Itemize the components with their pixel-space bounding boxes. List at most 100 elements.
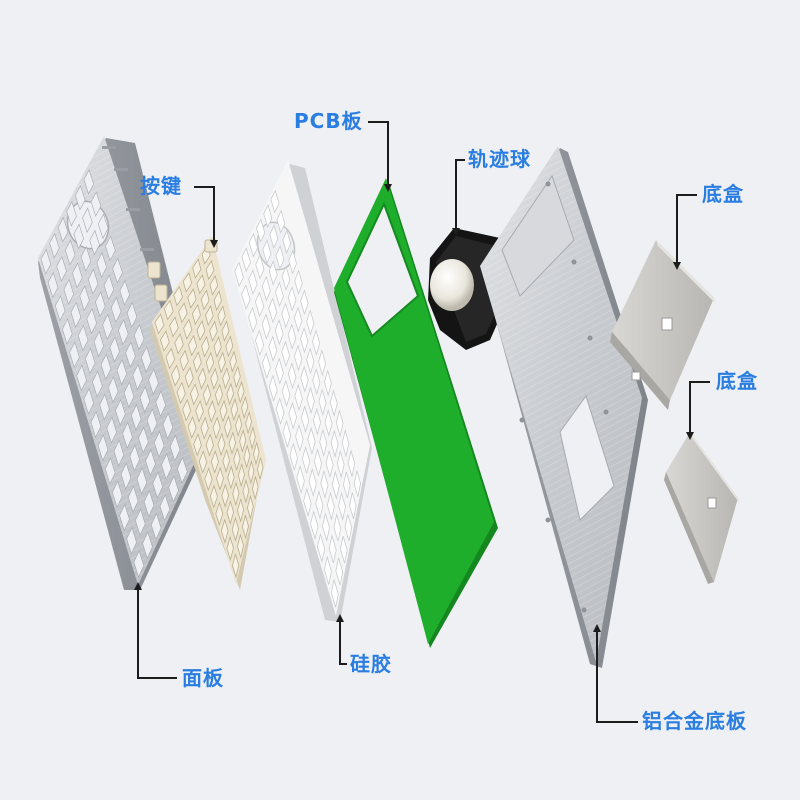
keycap xyxy=(210,367,219,390)
faceplate-hole xyxy=(92,370,103,398)
faceplate-hole xyxy=(159,494,171,522)
keycap xyxy=(227,465,235,490)
silicone-dome xyxy=(234,261,244,288)
label-bottom-box-2: 底盒 xyxy=(716,369,758,393)
label-silicone: 硅胶 xyxy=(350,652,392,676)
faceplate-hole xyxy=(107,376,119,403)
faceplate-hole xyxy=(76,364,87,392)
faceplate-hole xyxy=(123,381,135,409)
keycap xyxy=(233,447,241,472)
faceplate-hole xyxy=(143,489,155,518)
faceplate-hole xyxy=(133,324,145,351)
leader-silicone xyxy=(339,622,347,665)
silicone-dome xyxy=(306,347,315,375)
faceplate-hole xyxy=(122,421,133,449)
faceplate-hole xyxy=(73,223,85,250)
silicone-dome xyxy=(281,265,291,291)
silicone-dome xyxy=(241,284,251,311)
silicone-dome xyxy=(254,291,265,318)
leader-bottom-box-2 xyxy=(689,381,710,432)
faceplate-hole xyxy=(83,387,94,415)
keycap xyxy=(220,518,229,544)
keycap xyxy=(213,335,222,358)
faceplate-hole xyxy=(80,246,92,272)
faceplate-hole xyxy=(150,512,162,541)
silicone-dome xyxy=(268,374,278,403)
keycap xyxy=(209,320,218,342)
faceplate-hole xyxy=(95,291,106,318)
faceplate-hole xyxy=(168,475,179,503)
silicone-dome xyxy=(268,260,278,286)
faceplate-hole xyxy=(49,232,60,259)
silicone-dome xyxy=(274,281,284,308)
leader-bottom-box-1 xyxy=(676,194,697,262)
silicone-dome xyxy=(318,388,327,417)
keycap xyxy=(234,413,243,437)
silicone-dome xyxy=(335,409,344,438)
silicone-dome xyxy=(330,429,339,458)
silicone-dome xyxy=(330,579,339,608)
keycap xyxy=(237,462,245,488)
keycap xyxy=(231,552,240,579)
silicone-dome xyxy=(331,470,340,500)
keycap xyxy=(187,416,197,440)
keycap xyxy=(196,319,206,342)
faceplate-hole xyxy=(133,550,145,578)
faceplate-hole xyxy=(69,341,80,368)
silicone-dome xyxy=(281,340,291,368)
faceplate-hole xyxy=(113,439,125,467)
faceplate-hole xyxy=(93,330,105,358)
keycap xyxy=(178,302,188,324)
faceplate-hole xyxy=(136,467,148,495)
silicone-dome xyxy=(338,491,346,522)
faceplate-hole xyxy=(138,426,149,454)
faceplate-hole xyxy=(90,410,102,438)
keycap xyxy=(191,304,201,326)
faceplate-hole xyxy=(119,279,130,306)
silicone-dome xyxy=(315,489,324,520)
faceplate-hole xyxy=(74,185,86,211)
keycap xyxy=(204,467,213,492)
silicone-dome xyxy=(312,407,322,436)
keycap xyxy=(173,285,183,307)
keycap xyxy=(169,316,179,338)
silicone-dome xyxy=(323,555,332,585)
faceplate-hole xyxy=(177,456,188,484)
faceplate-hole xyxy=(116,358,128,386)
silicone-dome xyxy=(300,365,309,393)
silicone-dome xyxy=(307,426,316,456)
keycap xyxy=(226,500,235,525)
silicone-dome xyxy=(276,209,286,234)
faceplate-hole xyxy=(105,235,116,262)
label-base-plate: 铝合金底板 xyxy=(642,709,747,733)
keycap xyxy=(249,425,256,450)
keycap xyxy=(179,349,189,372)
silicone-dome xyxy=(296,464,305,495)
silicone-dome xyxy=(324,408,333,437)
silicone-dome xyxy=(295,423,304,453)
faceplate-hole xyxy=(141,346,152,373)
silicone-dome xyxy=(319,428,328,458)
faceplate-hole xyxy=(135,508,146,536)
faceplate-hole xyxy=(40,248,52,275)
faceplate-part xyxy=(38,136,210,590)
faceplate-hole xyxy=(106,416,117,444)
aluminum-base-plate-part xyxy=(480,146,648,668)
silicone-dome xyxy=(341,429,350,458)
faceplate-hole xyxy=(112,480,123,508)
faceplate-hole xyxy=(102,313,113,340)
faceplate-hole xyxy=(85,347,96,375)
leader-base-plate xyxy=(596,632,638,723)
keycap xyxy=(188,334,198,357)
faceplate-hole xyxy=(83,169,95,195)
keycap xyxy=(205,351,215,374)
keycap xyxy=(242,478,250,504)
faceplate-hole xyxy=(126,526,137,555)
faceplate-hole xyxy=(104,457,116,485)
silicone-dome xyxy=(289,442,299,472)
faceplate-hole xyxy=(79,285,90,312)
keycap xyxy=(246,494,254,520)
faceplate-hole xyxy=(169,434,181,462)
keycap xyxy=(187,288,197,309)
